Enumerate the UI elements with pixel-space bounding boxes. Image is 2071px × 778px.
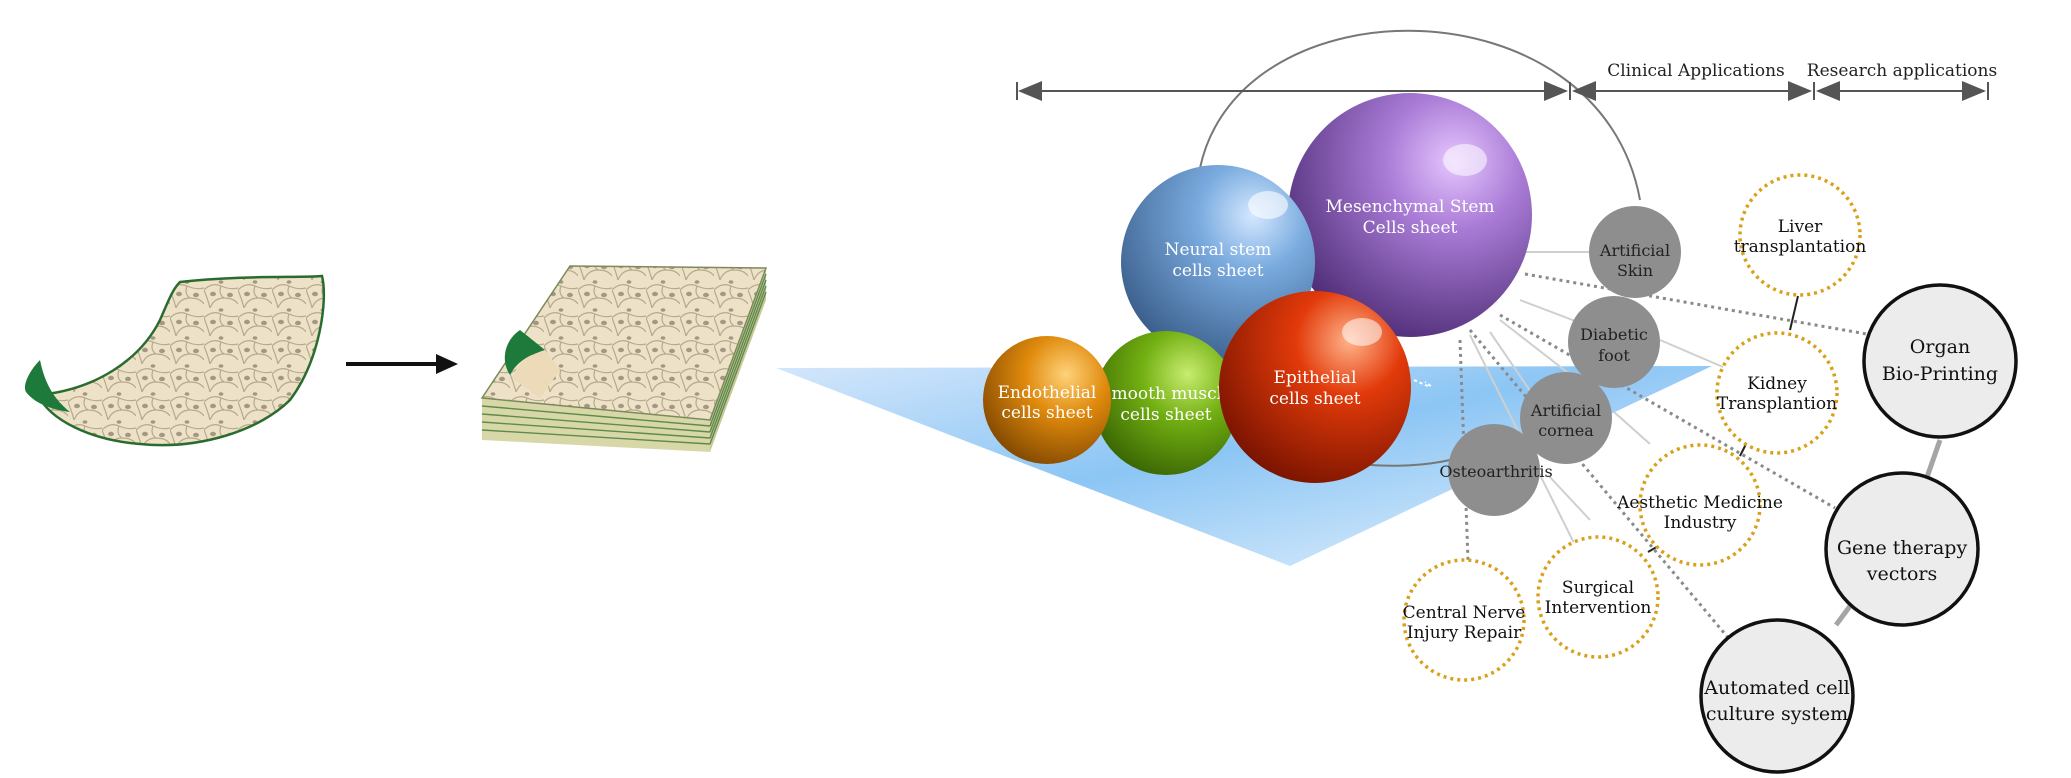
scale-arrow-icon [1016,81,1989,101]
application-node-aesthetic: Aesthetic Medicine Industry [1616,443,1783,567]
svg-text:Artificial: Artificial [1599,241,1670,260]
svg-text:Organ: Organ [1910,336,1970,358]
stacked-cell-sheets-icon [480,265,768,452]
application-node-surgical: Surgical Intervention [1536,535,1660,659]
svg-text:Smooth muscle: Smooth muscle [1100,384,1232,404]
sphere-mesenchymal: Mesenchymal Stem Cells sheet [1288,93,1532,337]
sphere-epithelial: Epithelial cells sheet [1219,291,1432,483]
svg-text:transplantation: transplantation [1734,237,1867,257]
research-node-gene-therapy: Gene therapy vectors [1824,471,1980,627]
svg-text:Epithelial: Epithelial [1273,368,1356,388]
svg-text:Aesthetic Medicine: Aesthetic Medicine [1616,493,1783,513]
svg-text:Osteoarthritis: Osteoarthritis [1439,462,1552,481]
clinical-applications-label: Clinical Applications [1607,61,1785,81]
sphere-smooth-muscle: Smooth muscle cells sheet [1094,331,1238,475]
svg-text:Skin: Skin [1617,261,1653,280]
svg-text:Liver: Liver [1778,217,1823,237]
svg-text:Neural stem: Neural stem [1165,240,1272,260]
svg-text:cornea: cornea [1538,421,1594,440]
svg-text:Central Nerve: Central Nerve [1403,603,1526,623]
svg-text:Surgical: Surgical [1562,578,1634,598]
application-node-liver: Liver transplantation [1734,173,1867,297]
svg-text:Mesenchymal Stem: Mesenchymal Stem [1325,197,1494,217]
clinical-node-artificial-cornea: Artificial cornea [1520,372,1612,464]
svg-text:Intervention: Intervention [1545,598,1652,618]
svg-text:Artificial: Artificial [1530,401,1601,420]
clinical-node-diabetic-foot: Diabetic foot [1568,296,1660,388]
svg-text:Cells sheet: Cells sheet [1363,218,1458,238]
svg-text:cells sheet: cells sheet [1120,405,1211,425]
svg-text:Industry: Industry [1664,513,1737,533]
svg-text:foot: foot [1598,346,1630,365]
right-arrow-icon [346,354,458,374]
svg-text:cells sheet: cells sheet [1269,389,1360,409]
application-node-cns: Central Nerve Injury Repair [1402,558,1526,682]
svg-text:Injury Repair: Injury Repair [1407,623,1522,643]
svg-text:Bio-Printing: Bio-Printing [1882,363,1998,385]
sphere-endothelial: Endothelial cells sheet [983,336,1111,464]
svg-text:Diabetic: Diabetic [1580,325,1648,344]
clinical-node-osteoarthritis: Osteoarthritis [1439,424,1553,516]
svg-text:Gene therapy: Gene therapy [1837,537,1968,559]
svg-text:Automated cell: Automated cell [1703,677,1850,699]
research-applications-label: Research applications [1807,61,1997,81]
svg-text:cells sheet: cells sheet [1172,261,1263,281]
svg-text:Kidney: Kidney [1747,374,1807,394]
svg-text:cells sheet: cells sheet [1001,403,1092,423]
svg-text:Transplantion: Transplantion [1717,394,1837,414]
svg-text:culture system: culture system [1706,703,1848,725]
svg-text:Endothelial: Endothelial [998,383,1097,403]
svg-text:vectors: vectors [1866,563,1938,585]
clinical-node-artificial-skin: Artificial Skin [1589,206,1681,298]
research-node-organ-bioprinting: Organ Bio-Printing [1862,283,2018,439]
research-node-automated-culture: Automated cell culture system [1699,618,1855,774]
cell-sheet-icon [24,274,326,447]
application-node-kidney: Kidney Transplantion [1715,331,1839,455]
